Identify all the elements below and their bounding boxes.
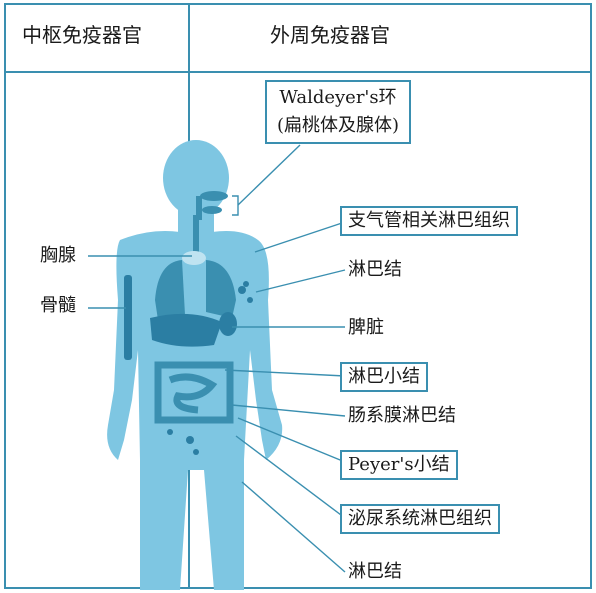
leader-lines: [88, 144, 346, 573]
lymph-node-upper-label: 淋巴结: [348, 259, 402, 280]
lymph-nodule-label: 淋巴小结: [340, 362, 428, 392]
urinary-lymphoid-label: 泌尿系统淋巴组织: [340, 504, 500, 534]
table-frame: [4, 3, 592, 589]
liver: [150, 313, 222, 347]
waldeyer-ring-label: Waldeyer's环 (扁桃体及腺体): [265, 80, 412, 144]
bone-marrow-label: 骨髓: [40, 295, 76, 316]
waldeyer-ring: [196, 191, 228, 220]
waldeyer-ring-title: Waldeyer's环: [279, 87, 397, 108]
peyer-patch-label: Peyer's小结: [340, 450, 458, 480]
lymph-node-lower-label: 淋巴结: [348, 561, 402, 582]
trachea: [193, 215, 199, 255]
spleen-organ: [219, 312, 237, 336]
thymus-label: 胸腺: [40, 245, 76, 266]
lung-right: [206, 260, 236, 318]
balt-label: 支气管相关淋巴组织: [340, 206, 518, 236]
thymus-organ: [182, 251, 206, 265]
lymph-node-dots: [124, 275, 253, 455]
spleen-label: 脾脏: [348, 317, 384, 338]
peripheral-organs-header: 外周免疫器官: [270, 23, 390, 47]
lung-left: [155, 260, 185, 320]
central-organs-header: 中枢免疫器官: [22, 23, 142, 47]
intestines: [154, 361, 234, 424]
header-divider: [4, 71, 592, 73]
waldeyer-ring-subtitle: (扁桃体及腺体): [277, 115, 400, 136]
mesenteric-lymph-node-label: 肠系膜淋巴结: [348, 405, 456, 426]
